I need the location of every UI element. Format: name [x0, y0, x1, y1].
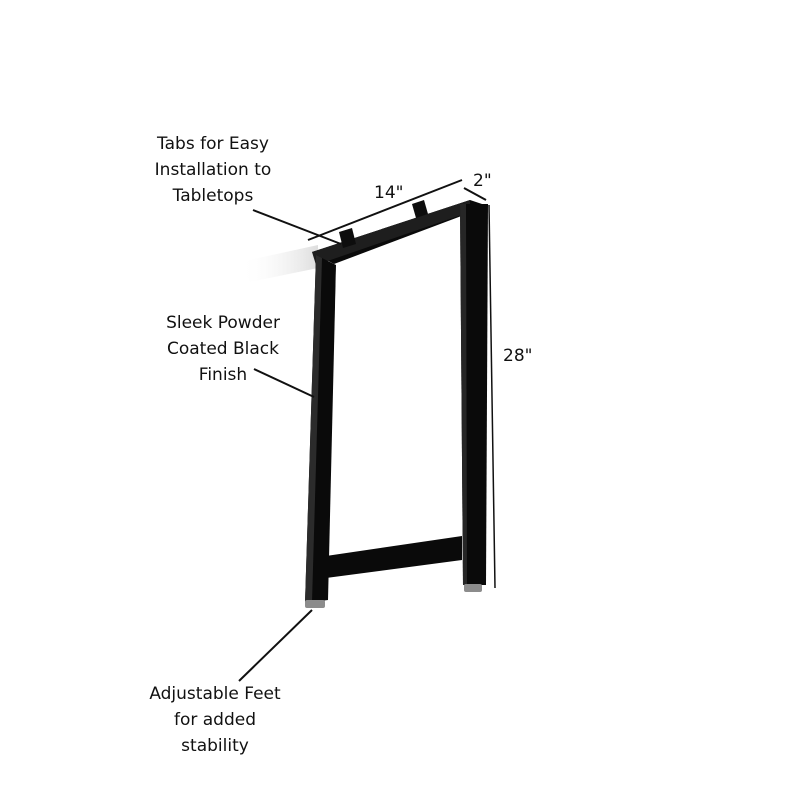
callout-tabs-line-3: Tabletops	[172, 186, 254, 206]
callout-tabs: Tabs for Easy Installation to Tabletops	[148, 131, 278, 209]
table-leg-frame	[305, 200, 488, 608]
frame-right-post	[460, 204, 488, 585]
callout-finish-line-2: Coated Black	[166, 339, 279, 359]
depth-dimension-line	[463, 187, 487, 201]
callout-feet-line-3: stability	[181, 736, 249, 756]
leader-line-feet	[238, 609, 313, 682]
width-dimension-line	[307, 179, 463, 241]
callout-finish-line-1: Sleek Powder	[166, 313, 280, 333]
dimension-height-label: 28"	[503, 346, 533, 366]
callout-tabs-line-1: Tabs for Easy	[157, 134, 269, 154]
callout-feet: Adjustable Feet for added stability	[140, 681, 290, 759]
callout-tabs-line-2: Installation to	[154, 160, 272, 180]
wall-shadow	[240, 245, 318, 282]
leader-line-tabs	[252, 209, 342, 245]
adjustable-foot-left	[305, 600, 325, 608]
callout-finish-line-3: Finish	[198, 365, 248, 385]
adjustable-foot-right	[464, 584, 482, 592]
leader-line-finish	[253, 368, 315, 398]
dimension-lines	[307, 179, 496, 589]
callout-feet-line-1: Adjustable Feet	[149, 684, 281, 704]
mounting-tab-left	[339, 228, 356, 248]
mounting-tab-right	[412, 200, 428, 218]
callout-feet-line-2: for added	[173, 710, 257, 730]
dimension-depth-label: 2"	[473, 171, 492, 191]
dimension-width-label: 14"	[374, 183, 404, 203]
height-dimension-line	[488, 204, 496, 589]
callout-finish: Sleek Powder Coated Black Finish	[158, 310, 288, 388]
frame-bottom-rail	[326, 536, 462, 578]
